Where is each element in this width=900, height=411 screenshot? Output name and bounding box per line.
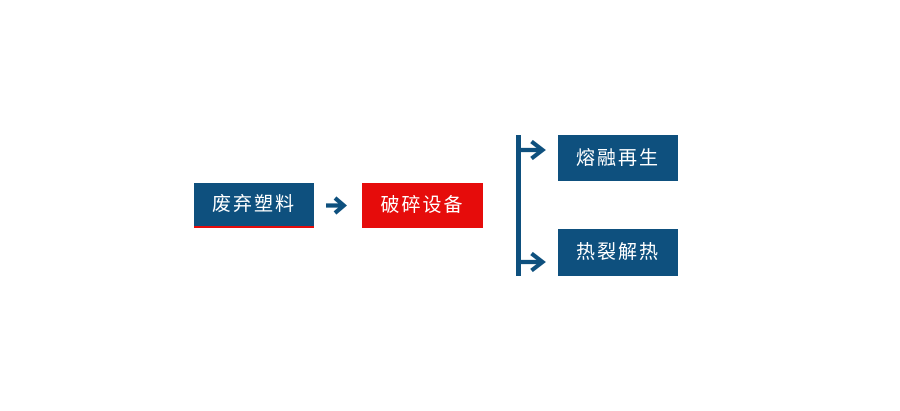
node-crushing-equipment: 破碎设备 — [362, 183, 483, 228]
node-melt-regeneration-label: 熔融再生 — [575, 147, 660, 169]
node-pyrolysis-heat: 热裂解热 — [558, 229, 678, 276]
arrow-right-icon — [519, 251, 546, 273]
node-waste-plastic: 废弃塑料 — [194, 183, 314, 228]
branch-connector-line — [516, 135, 521, 276]
node-melt-regeneration: 熔融再生 — [558, 135, 678, 181]
node-waste-plastic-label: 废弃塑料 — [211, 194, 296, 215]
node-crushing-equipment-label: 破碎设备 — [380, 195, 465, 216]
node-pyrolysis-heat-label: 热裂解热 — [575, 242, 660, 263]
arrow-right-icon — [326, 196, 348, 215]
arrow-right-icon — [519, 139, 546, 161]
